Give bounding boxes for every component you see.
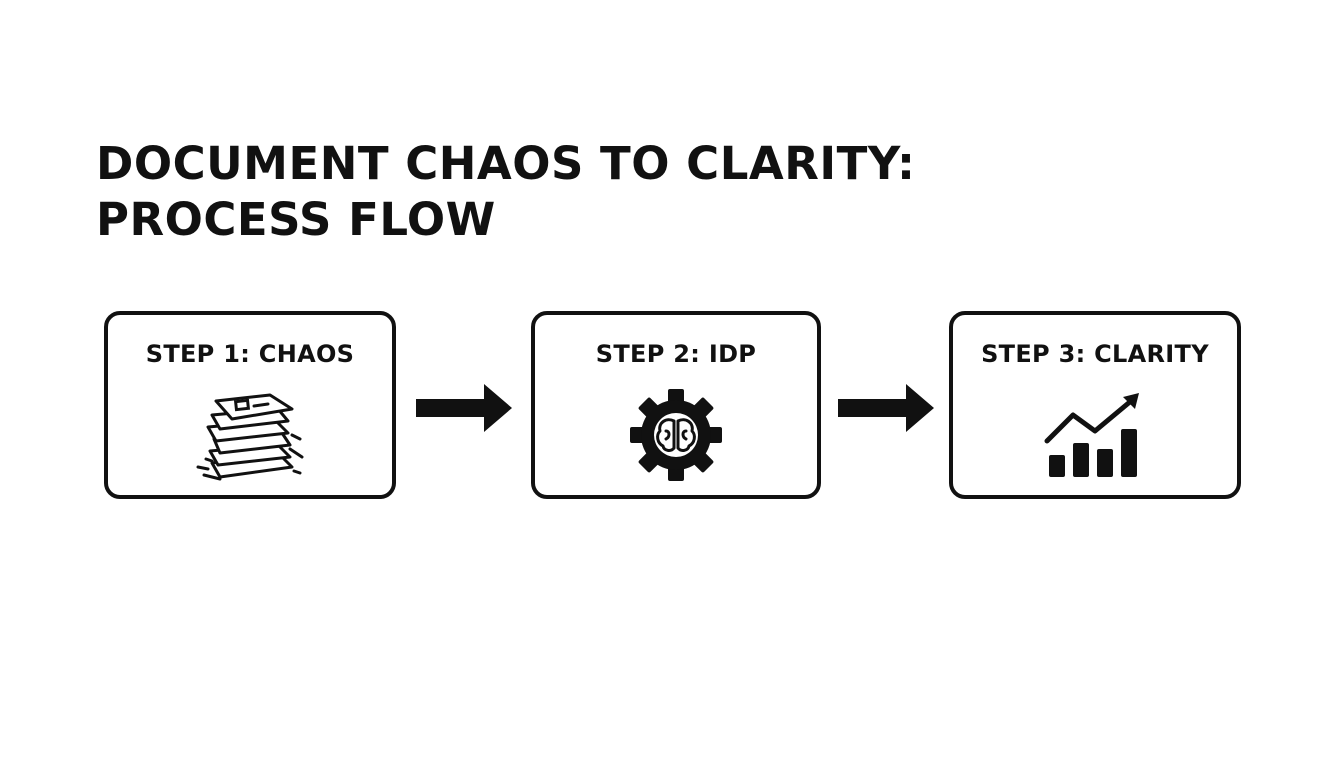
step-label: STEP 2: IDP xyxy=(595,340,757,368)
diagram-title: DOCUMENT CHAOS TO CLARITY: PROCESS FLOW xyxy=(96,136,915,248)
arrow-right-icon xyxy=(836,382,936,434)
step-box-clarity: STEP 3: CLARITY xyxy=(949,311,1241,499)
step-label: STEP 3: CLARITY xyxy=(981,340,1209,368)
title-line-2: PROCESS FLOW xyxy=(96,193,496,246)
arrow-right-icon xyxy=(414,382,514,434)
gear-brain-icon xyxy=(616,387,736,487)
step-box-chaos: STEP 1: CHAOS xyxy=(104,311,396,499)
step-box-idp: STEP 2: IDP xyxy=(531,311,821,499)
growth-chart-icon xyxy=(1035,387,1155,487)
step-label: STEP 1: CHAOS xyxy=(145,340,355,368)
document-stack-icon xyxy=(190,387,310,487)
title-line-1: DOCUMENT CHAOS TO CLARITY: xyxy=(96,137,916,190)
